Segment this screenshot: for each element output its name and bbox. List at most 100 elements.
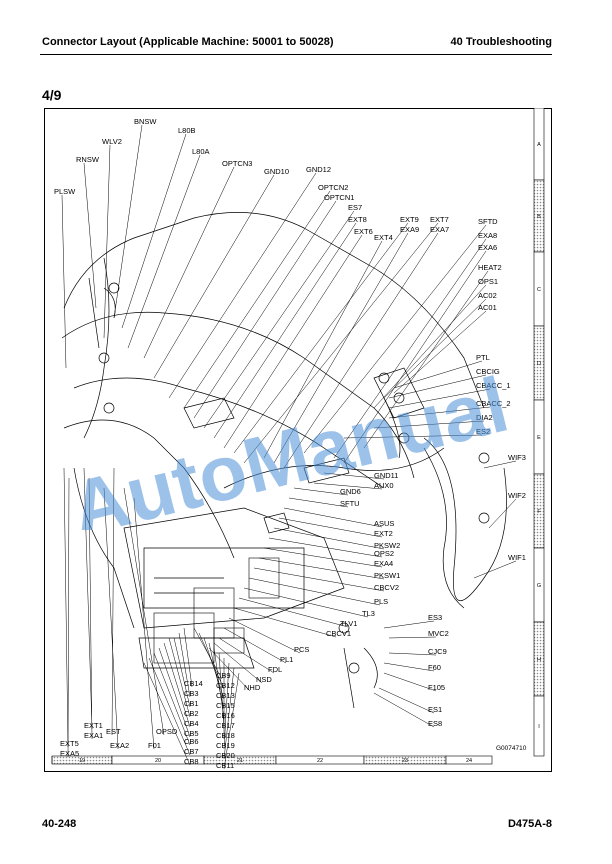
connector-label: OPSD: [156, 727, 178, 736]
connector-label: AC02: [478, 291, 497, 300]
grid-col-label: 24: [466, 758, 472, 764]
connector-label: CB2: [184, 709, 199, 718]
grid-row-label: A: [537, 142, 541, 148]
connector-label: PKSW2: [374, 541, 400, 550]
leader-lines: [61, 124, 517, 770]
header-title: Connector Layout (Applicable Machine: 50…: [42, 36, 334, 48]
connector-label: WLV2: [102, 137, 122, 146]
connector-label: NSD: [256, 675, 272, 684]
connector-label: GND12: [306, 165, 331, 174]
connector-label: RNSW: [76, 155, 100, 164]
connector-label: CBCIG: [476, 367, 500, 376]
connector-label: AC01: [478, 303, 497, 312]
connector-label: OPTCN2: [318, 183, 348, 192]
connector-label: ES2: [476, 427, 490, 436]
connector-label: CB17: [216, 721, 235, 730]
connector-label: MVC2: [428, 629, 449, 638]
grid-col-label: 21: [237, 758, 243, 764]
connector-label: WIF1: [508, 553, 526, 562]
connector-label: WIF3: [508, 453, 526, 462]
connector-label: CJC9: [428, 647, 447, 656]
connector-label: F105: [428, 683, 445, 692]
connector-label: ASUS: [374, 519, 394, 528]
connector-label: CB5: [184, 729, 199, 738]
connector-label: EXA2: [110, 741, 129, 750]
connector-label: CB18: [216, 731, 235, 740]
connector-label: ES3: [428, 613, 442, 622]
grid-col-label: 19: [79, 758, 85, 764]
connector-label: EXT1: [84, 721, 103, 730]
grid-col-label: 20: [155, 758, 161, 764]
grid-row-label: B: [537, 214, 541, 220]
connector-label: PCS: [294, 645, 309, 654]
connector-label: CB8: [184, 757, 199, 766]
connector-label: EXA7: [430, 225, 449, 234]
connector-label: SFTU: [340, 499, 360, 508]
connector-label: EXT5: [60, 739, 79, 748]
connector-label: GND10: [264, 167, 289, 176]
connector-label: EXA8: [478, 231, 497, 240]
connector-label: PLSW: [54, 187, 76, 196]
connector-label: PLS: [374, 597, 388, 606]
grid-row-label: D: [537, 361, 541, 367]
grid-col-label: 22: [317, 758, 323, 764]
header-section: 40 Troubleshooting: [450, 36, 552, 48]
connector-label: CB7: [184, 747, 199, 756]
diagram-border: [44, 108, 552, 772]
connector-label: GND11: [374, 471, 398, 480]
connector-label: EXA6: [478, 243, 497, 252]
connector-label: EXA4: [374, 559, 393, 568]
grid-row-label: G: [537, 583, 541, 589]
connector-label: EXT2: [374, 529, 393, 538]
connector-label: DIA2: [476, 413, 493, 422]
connector-label: OPTCN3: [222, 159, 252, 168]
grid-row-label: E: [537, 435, 541, 441]
footer-model: D475A-8: [507, 818, 552, 830]
machine-drawing: [61, 212, 507, 709]
grid-row-label: C: [537, 287, 541, 293]
connector-label: CB11: [216, 761, 234, 770]
connector-label: GND6: [340, 487, 361, 496]
connector-label: CBCV2: [374, 583, 399, 592]
grid-col-label: 23: [402, 758, 408, 764]
connector-label: FDL: [268, 665, 282, 674]
connector-label: CB13: [216, 691, 235, 700]
figure-code: G0074710: [496, 745, 527, 752]
connector-label: PL1: [280, 655, 293, 664]
connector-label: CBCV1: [326, 629, 351, 638]
connector-label: CB16: [216, 711, 235, 720]
connector-label: TLV1: [340, 619, 357, 628]
grid-row-label: F: [537, 509, 541, 515]
header-rule: [40, 54, 552, 55]
connector-label: EXA5: [60, 749, 79, 758]
connector-label: EXA1: [84, 731, 103, 740]
connector-label: AUX0: [374, 481, 394, 490]
connector-label: CB14: [184, 679, 203, 688]
connector-label: OPTCN1: [324, 193, 354, 202]
page-number: 4/9: [42, 87, 62, 103]
connector-label: CB20: [216, 751, 235, 760]
connector-label: ES7: [348, 203, 362, 212]
connector-label: BNSW: [134, 117, 157, 126]
connector-label: CB6: [184, 737, 199, 746]
connector-label: OPS2: [374, 549, 394, 558]
connector-label: F60: [428, 663, 441, 672]
connector-label: EXA9: [400, 225, 419, 234]
grid-col-ruler: 19 20 21 22 23 24: [51, 755, 493, 765]
connector-label: EXT7: [430, 215, 449, 224]
connector-label: L80A: [192, 147, 210, 156]
connector-label: SFTD: [478, 217, 498, 226]
connector-label: CB1: [184, 699, 199, 708]
connector-label: TL3: [362, 609, 375, 618]
connector-label: EXT4: [374, 233, 393, 242]
connector-label: PKSW1: [374, 571, 400, 580]
connector-label: EST: [106, 727, 121, 736]
grid-row-label: H: [537, 657, 541, 663]
connector-label: CBACC_1: [476, 381, 511, 390]
connector-label: WIF2: [508, 491, 526, 500]
connector-label: CB4: [184, 719, 199, 728]
connector-label: F01: [148, 741, 161, 750]
